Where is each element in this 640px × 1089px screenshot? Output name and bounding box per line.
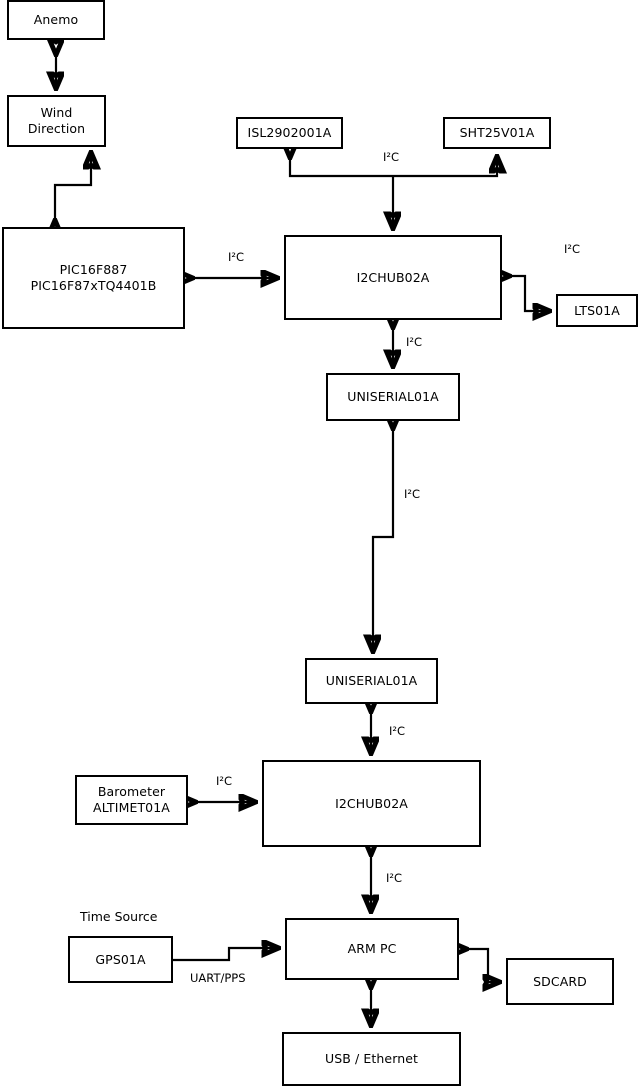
node-label-uniserial01a-lower: UNISERIAL01A bbox=[325, 673, 418, 689]
node-label-sht25v01a: SHT25V01A bbox=[459, 125, 535, 141]
connector-wind-pic bbox=[55, 153, 91, 221]
node-label-arm-pc: ARM PC bbox=[347, 941, 397, 957]
node-label-barometer: Barometer ALTIMET01A bbox=[93, 784, 170, 815]
edge-label-hub-uniserial-i2c: I²C bbox=[406, 335, 423, 349]
connector-hub-lts bbox=[509, 276, 549, 311]
node-arm-pc[interactable]: ARM PC bbox=[285, 918, 459, 980]
label-time-source: Time Source bbox=[80, 909, 158, 924]
node-i2chub02a-bottom[interactable]: I2CHUB02A bbox=[262, 760, 481, 847]
node-barometer[interactable]: Barometer ALTIMET01A bbox=[75, 775, 188, 825]
node-label-i2chub02a-bottom: I2CHUB02A bbox=[335, 795, 408, 811]
connector-uniserial-link bbox=[373, 428, 393, 651]
node-gps01a[interactable]: GPS01A bbox=[68, 936, 173, 983]
node-label-lts01a: LTS01A bbox=[574, 302, 620, 318]
node-wind-direction[interactable]: Wind Direction bbox=[7, 95, 106, 147]
node-label-pic-microcontroller: PIC16F887 PIC16F87xTQ4401B bbox=[30, 262, 157, 293]
node-uniserial01a-lower[interactable]: UNISERIAL01A bbox=[305, 658, 438, 704]
node-i2chub02a-top[interactable]: I2CHUB02A bbox=[284, 235, 502, 320]
node-uniserial01a-upper[interactable]: UNISERIAL01A bbox=[326, 373, 460, 421]
node-sht25v01a[interactable]: SHT25V01A bbox=[443, 117, 551, 149]
node-lts01a[interactable]: LTS01A bbox=[556, 294, 638, 327]
edge-label-hub-lts-i2c: I²C bbox=[564, 242, 581, 256]
connector-hub-sensors bbox=[290, 157, 497, 228]
node-isl2902001a[interactable]: ISL2902001A bbox=[236, 117, 343, 149]
node-label-gps01a: GPS01A bbox=[95, 951, 146, 967]
node-label-wind-direction: Wind Direction bbox=[27, 105, 86, 136]
node-pic-microcontroller[interactable]: PIC16F887 PIC16F87xTQ4401B bbox=[2, 227, 185, 329]
edge-label-barometer-hub2-i2c: I²C bbox=[216, 774, 233, 788]
node-label-anemo: Anemo bbox=[33, 12, 79, 28]
connector-armpc-sdcard bbox=[466, 949, 499, 982]
node-sdcard[interactable]: SDCARD bbox=[506, 958, 614, 1005]
node-usb-ethernet[interactable]: USB / Ethernet bbox=[282, 1032, 461, 1086]
edge-label-gps-armpc-uartpps: UART/PPS bbox=[190, 971, 246, 985]
node-label-isl2902001a: ISL2902001A bbox=[247, 125, 332, 141]
node-label-usb-ethernet: USB / Ethernet bbox=[324, 1051, 419, 1067]
node-label-sdcard: SDCARD bbox=[533, 973, 587, 989]
node-anemo[interactable]: Anemo bbox=[7, 0, 105, 40]
node-label-i2chub02a-top: I2CHUB02A bbox=[356, 269, 430, 285]
edge-label-uniserial-hub2-i2c: I²C bbox=[389, 724, 406, 738]
connector-gps-armpc bbox=[173, 948, 278, 962]
node-label-uniserial01a-upper: UNISERIAL01A bbox=[347, 389, 439, 405]
edge-label-hub-sensors-i2c: I²C bbox=[383, 150, 400, 164]
edge-label-hub2-armpc-i2c: I²C bbox=[386, 871, 403, 885]
edge-label-pic-hub-i2c: I²C bbox=[228, 250, 245, 264]
edge-label-uniserial-link-i2c: I²C bbox=[404, 487, 421, 501]
